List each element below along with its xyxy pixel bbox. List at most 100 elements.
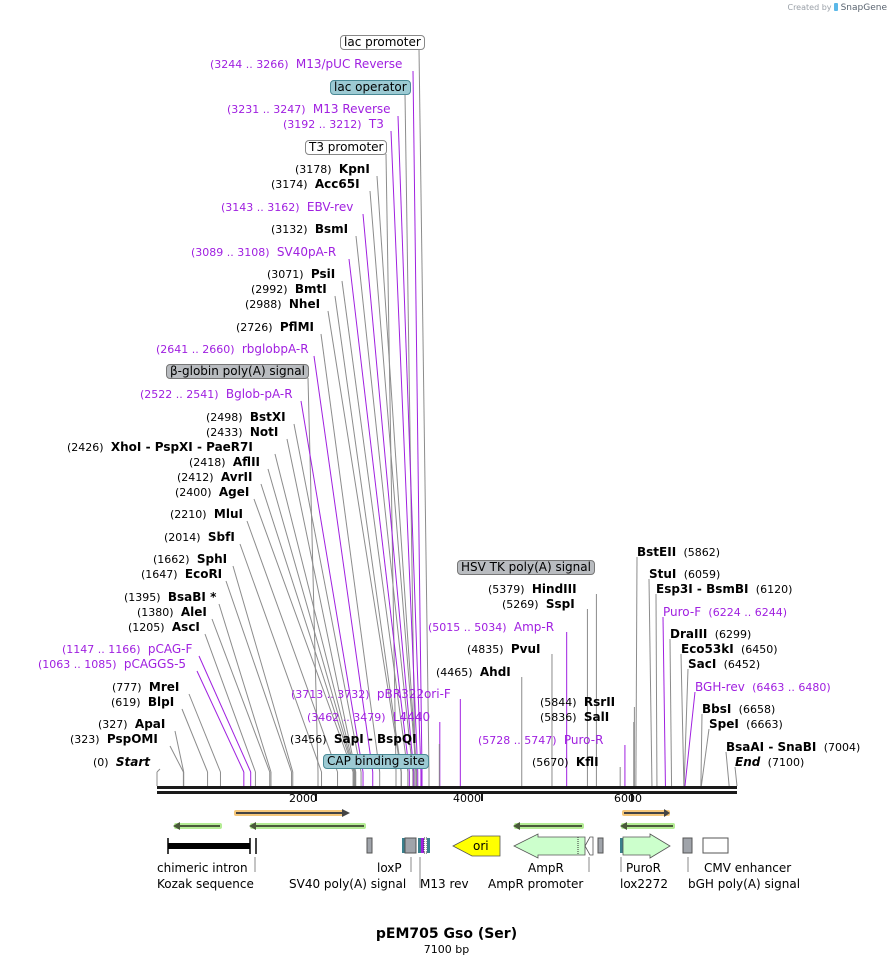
feature-label[interactable]: lac operator [330, 80, 411, 95]
primer-label[interactable]: (5728 .. 5747) Puro-R [478, 733, 603, 748]
enzyme-name: SphI [196, 552, 228, 566]
enzyme-site-label[interactable]: BsaAI - SnaBI (7004) [726, 740, 860, 755]
primer-label[interactable]: (3143 .. 3162) EBV-rev [221, 200, 353, 215]
enzyme-site-label[interactable]: (1395) BsaBI * [124, 590, 216, 605]
feature-name-label[interactable]: AmpR [528, 861, 564, 875]
primer-label[interactable]: (1063 .. 1085) pCAGGS-5 [38, 657, 186, 672]
feature-name-label[interactable]: Kozak sequence [157, 877, 254, 891]
feature-name-label[interactable]: SV40 poly(A) signal [289, 877, 407, 891]
feature-label[interactable]: CAP binding site [323, 754, 429, 769]
puror-arrow [622, 833, 671, 859]
feature-name-label[interactable]: CMV enhancer [704, 861, 792, 875]
primer-label[interactable]: (3244 .. 3266) M13/pUC Reverse [210, 57, 402, 72]
enzyme-site-label[interactable]: (2418) AflII [189, 455, 260, 470]
feature-label[interactable]: T3 promoter [305, 140, 388, 155]
site-position: (5379) [488, 583, 525, 596]
enzyme-site-label[interactable]: (2400) AgeI [175, 485, 249, 500]
feature-name-label[interactable]: AmpR promoter [488, 877, 584, 891]
enzyme-site-label[interactable]: (1647) EcoRI [141, 567, 222, 582]
primer-label[interactable]: (3713 .. 3732) pBR322ori-F [291, 687, 451, 702]
enzyme-site-label[interactable]: (5836) SalI [540, 710, 609, 725]
site-position: (6299) [714, 628, 752, 641]
enzyme-site-label[interactable]: SacI (6452) [688, 657, 760, 672]
enzyme-site-label[interactable]: (0) Start [93, 755, 150, 770]
enzyme-site-label[interactable]: (2412) AvrII [177, 470, 252, 485]
feature-name-label[interactable]: PuroR [626, 861, 661, 875]
primer-label[interactable]: (3231 .. 3247) M13 Reverse [227, 102, 391, 117]
enzyme-site-label[interactable]: End (7100) [735, 755, 804, 770]
enzyme-site-label[interactable]: (777) MreI [112, 680, 179, 695]
feature-name-label[interactable]: bGH poly(A) signal [688, 877, 801, 891]
site-position: (1395) [124, 591, 161, 604]
enzyme-name: AgeI [218, 485, 250, 499]
primer-label[interactable]: (2522 .. 2541) Bglob-pA-R [140, 387, 293, 402]
feature-label[interactable]: β-globin poly(A) signal [166, 364, 309, 379]
feature-label[interactable]: HSV TK poly(A) signal [457, 560, 595, 575]
primer-label[interactable]: Puro-F (6224 .. 6244) [663, 605, 787, 620]
credit-brand: SnapGene [840, 3, 887, 13]
enzyme-name: PvuI [510, 642, 541, 656]
enzyme-site-label[interactable]: BbsI (6658) [702, 702, 775, 717]
enzyme-site-label[interactable]: (327) ApaI [98, 717, 165, 732]
primer-label[interactable]: (3089 .. 3108) SV40pA-R [191, 245, 336, 260]
site-position: (2418) [189, 456, 226, 469]
primer-label[interactable]: (3462 .. 3479) L4440 [307, 710, 430, 725]
enzyme-site-label[interactable]: (2726) PflMI [236, 320, 314, 335]
axis-tick-6000: 6000 [614, 792, 642, 805]
feature-label[interactable]: lac promoter [340, 35, 425, 50]
site-position: (1647) [141, 568, 178, 581]
enzyme-site-label[interactable]: (2426) XhoI - PspXI - PaeR7I [67, 440, 253, 455]
enzyme-name: SpeI [709, 717, 739, 731]
site-position: (6120) [755, 583, 793, 596]
enzyme-site-label[interactable]: (3456) SapI - BspQI [290, 732, 417, 747]
enzyme-site-label[interactable]: (5844) RsrII [540, 695, 615, 710]
enzyme-site-label[interactable]: Esp3I - BsmBI (6120) [656, 582, 792, 597]
enzyme-name: AhdI [479, 665, 511, 679]
enzyme-site-label[interactable]: (4835) PvuI [467, 642, 541, 657]
primer-name: Amp-R [513, 620, 555, 634]
enzyme-site-label[interactable]: (1380) AleI [137, 605, 207, 620]
snapgene-credit[interactable]: Created by SnapGene [787, 3, 887, 13]
feature-name-label[interactable]: loxP [377, 861, 402, 875]
primer-label[interactable]: BGH-rev (6463 .. 6480) [695, 680, 831, 695]
enzyme-site-label[interactable]: (3071) PsiI [267, 267, 335, 282]
enzyme-site-label[interactable]: (2210) MluI [170, 507, 243, 522]
enzyme-site-label[interactable]: (2992) BmtI [251, 282, 327, 297]
enzyme-site-label[interactable]: (2988) NheI [245, 297, 320, 312]
enzyme-site-label[interactable]: (3174) Acc65I [271, 177, 360, 192]
enzyme-site-label[interactable]: (4465) AhdI [436, 665, 511, 680]
feature-name-label[interactable]: lox2272 [620, 877, 668, 891]
enzyme-site-label[interactable]: (1205) AscI [128, 620, 200, 635]
enzyme-site-label[interactable]: (3178) KpnI [295, 162, 370, 177]
enzyme-site-label[interactable]: SpeI (6663) [709, 717, 783, 732]
enzyme-site-label[interactable]: (323) PspOMI [70, 732, 158, 747]
enzyme-site-label[interactable]: Eco53kI (6450) [681, 642, 778, 657]
site-position: (1380) [137, 606, 174, 619]
enzyme-site-label[interactable]: BstEII (5862) [637, 545, 720, 560]
feature-name-label[interactable]: chimeric intron [157, 861, 248, 875]
green-arrow-1 [173, 822, 222, 830]
sv40-polya-box [366, 837, 373, 854]
backbone [157, 786, 737, 794]
primer-label[interactable]: (2641 .. 2660) rbglobpA-R [156, 342, 309, 357]
enzyme-site-label[interactable]: (3132) BsmI [271, 222, 348, 237]
primer-name: pCAGGS-5 [123, 657, 187, 671]
enzyme-site-label[interactable]: (5670) KflI [532, 755, 599, 770]
site-position: (5862) [683, 546, 721, 559]
snapgene-logo-icon [834, 3, 839, 11]
enzyme-site-label[interactable]: (619) BlpI [111, 695, 174, 710]
site-position: (2726) [236, 321, 273, 334]
primer-label[interactable]: (5015 .. 5034) Amp-R [428, 620, 554, 635]
enzyme-site-label[interactable]: StuI (6059) [649, 567, 720, 582]
enzyme-site-label[interactable]: (1662) SphI [153, 552, 227, 567]
enzyme-site-label[interactable]: DraIII (6299) [670, 627, 751, 642]
enzyme-site-label[interactable]: (2498) BstXI [206, 410, 286, 425]
enzyme-site-label[interactable]: (5379) HindIII [488, 582, 577, 597]
feature-name-label[interactable]: M13 rev [420, 877, 469, 891]
site-position: (4835) [467, 643, 504, 656]
enzyme-site-label[interactable]: (2433) NotI [206, 425, 278, 440]
primer-label[interactable]: (1147 .. 1166) pCAG-F [62, 642, 192, 657]
enzyme-site-label[interactable]: (2014) SbfI [164, 530, 235, 545]
primer-label[interactable]: (3192 .. 3212) T3 [283, 117, 384, 132]
enzyme-site-label[interactable]: (5269) SspI [502, 597, 575, 612]
